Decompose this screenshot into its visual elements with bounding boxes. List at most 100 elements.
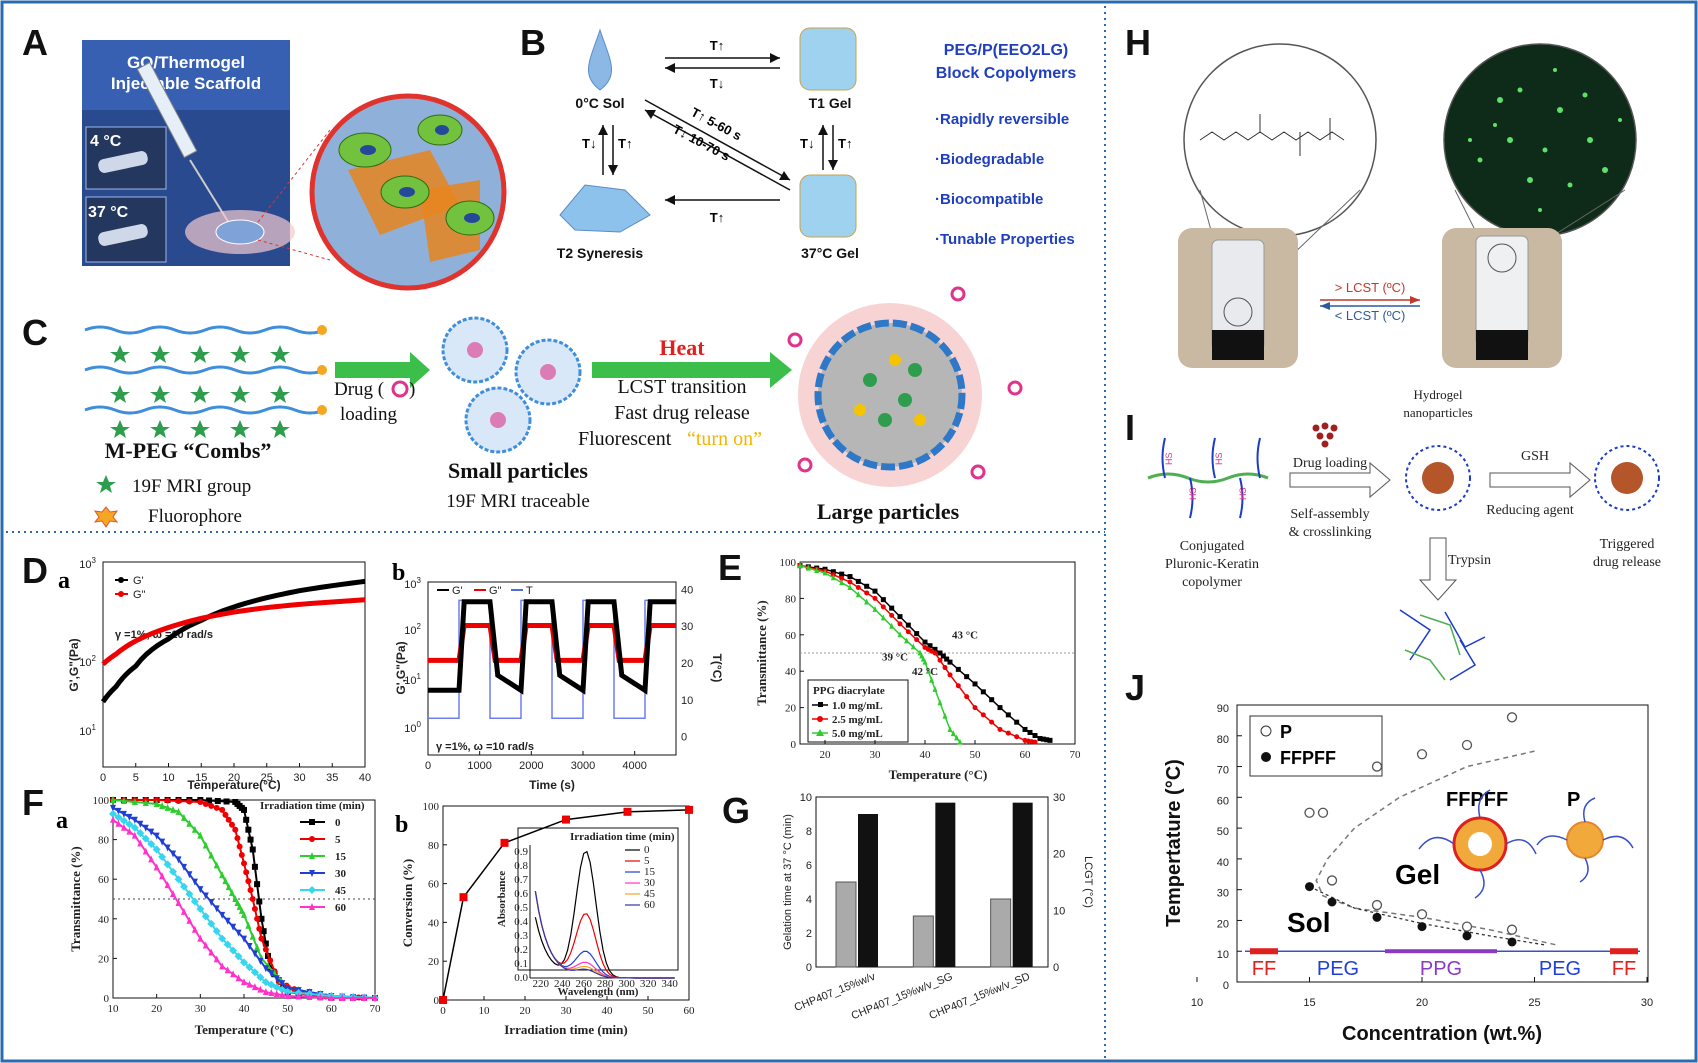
f-a-legend-label: 0: [335, 817, 341, 829]
small-particles-label: Small particles: [448, 458, 588, 483]
f-a-series-marker: [268, 989, 275, 997]
panel-label-f: F: [22, 782, 44, 823]
f-a-series-marker: [279, 980, 286, 988]
d-b-xlabel: Time (s): [529, 778, 575, 792]
f-b-ytick: 80: [428, 840, 440, 852]
f-a-series-marker: [206, 797, 213, 804]
e-series-marker: [942, 665, 948, 671]
f-a-legend-marker: [309, 852, 315, 859]
cell-icons: [338, 114, 495, 236]
f-a-series-marker: [153, 799, 160, 807]
e-ytick: 0: [791, 739, 797, 751]
f-a-series-marker: [225, 816, 232, 823]
f-a-series-marker: [148, 828, 155, 836]
chart-d-b: 103 102 101 100 G',G"(Pa) T(°C) Time (s)…: [394, 576, 724, 792]
f-b-ytick: 100: [423, 801, 440, 813]
e-series-marker: [864, 598, 870, 605]
e-ytick: 80: [785, 593, 797, 605]
e-legend: [807, 679, 909, 743]
f-a-series-marker: [136, 829, 145, 838]
svg-text:copolymer: copolymer: [1182, 575, 1242, 590]
f-a-series-marker: [208, 851, 215, 859]
e-series-marker: [947, 659, 953, 665]
j-ytick: 60: [1217, 795, 1229, 807]
e-series-marker: [937, 650, 943, 656]
f-b-inset-ytick: 0.4: [514, 916, 528, 928]
f-a-series-marker: [249, 932, 256, 940]
f-a-series-marker: [170, 805, 177, 813]
chart-f-b: Conversion (%) Irradiation time (min) Ir…: [400, 801, 695, 1037]
e-series-marker: [954, 734, 960, 741]
f-a-series-marker: [256, 925, 263, 932]
panel-label-d: D: [22, 550, 48, 591]
f-a-series-marker: [258, 935, 265, 942]
f-a-series-marker: [254, 943, 261, 951]
f-b-inset-ytick: 0.7: [514, 874, 528, 886]
e-series-marker: [880, 604, 886, 610]
j-point-ffpff: [1305, 882, 1314, 892]
svg-text:Reducing agent: Reducing agent: [1486, 503, 1574, 518]
d-a-xtick: 20: [228, 772, 240, 784]
e-series-marker: [964, 674, 970, 680]
small-particles-drawing: [441, 316, 582, 454]
f-a-ytick: 80: [98, 835, 110, 847]
chart-e: Transmittance (%) Temperature (°C) PPG d…: [754, 557, 1081, 782]
injection-site: [215, 219, 265, 245]
e-series-marker: [980, 689, 986, 695]
svg-text:Wavelength (nm): Wavelength (nm): [558, 986, 639, 998]
f-b-series-marker: [439, 996, 447, 1004]
f-a-series-marker: [245, 878, 252, 885]
svg-text:T↑: T↑: [710, 210, 724, 225]
e-annotation: 39 °C: [882, 651, 908, 663]
panel-label-a: A: [22, 22, 48, 63]
f-b-series-line: [442, 809, 690, 1001]
f-a-series-marker: [243, 869, 250, 876]
t1-gel-icon: [799, 27, 857, 91]
f-a-series-marker: [280, 983, 287, 990]
j-block-label: PEG: [1317, 958, 1359, 980]
f-a-series-marker: [110, 804, 116, 812]
t1-gel-label: T1 Gel: [809, 95, 852, 111]
drug-icon: [391, 380, 409, 398]
f-a-series-marker: [197, 831, 204, 839]
d-b-xtick: 4000: [622, 760, 646, 772]
d-b-xtick: 3000: [571, 760, 595, 772]
f-a-series-marker: [142, 798, 149, 806]
e-series-marker: [839, 579, 845, 586]
d-a-xlabel: Temperature(°C): [187, 778, 280, 792]
f-a-series-marker: [262, 940, 269, 947]
d-b-y2tick: 20: [681, 658, 693, 670]
f-a-series-marker: [256, 973, 265, 982]
f-a-series-marker: [191, 878, 198, 886]
peg-combs-drawing: [84, 325, 327, 438]
e-series-marker: [839, 575, 845, 581]
svg-text:Trypsin: Trypsin: [1448, 553, 1491, 568]
f-a-series-marker: [202, 892, 209, 900]
temp-cold-label: 4 °C: [90, 133, 122, 150]
copolymer-name: PEG/P(EEO2LG): [944, 42, 1068, 59]
f-a-series-marker: [232, 826, 239, 833]
f-a-series-marker: [218, 934, 227, 943]
e-series-marker: [905, 629, 911, 635]
j-xtick: 30: [1641, 997, 1653, 1009]
f-a-ytick: 0: [104, 993, 110, 1005]
f-a-series-marker: [372, 994, 378, 1001]
e-xtick: 20: [820, 749, 832, 761]
svg-text:Irradiation time (min): Irradiation time (min): [260, 800, 365, 812]
chart-g: Gelation time at 37 °C (min) LCGT (°C) 0…: [782, 792, 1094, 1022]
f-a-series-marker: [110, 796, 116, 803]
f-a-series-marker: [262, 988, 269, 996]
gel37-label: 37°C Gel: [801, 245, 859, 261]
g-ytick: 6: [806, 860, 812, 872]
d-b-xtick: 1000: [467, 760, 491, 772]
j-point-p: [1326, 875, 1338, 886]
e-series-marker: [1047, 737, 1053, 743]
f-a-series-marker: [202, 841, 209, 849]
f-a-series-marker: [267, 957, 274, 964]
f-a-legend-label: 60: [335, 902, 347, 914]
j-legend: [1249, 715, 1383, 777]
f-a-series-marker: [254, 915, 261, 922]
f-a-legend-label: 5: [335, 834, 341, 846]
f-a-series-marker: [306, 993, 313, 1001]
e-series-marker: [830, 569, 836, 575]
